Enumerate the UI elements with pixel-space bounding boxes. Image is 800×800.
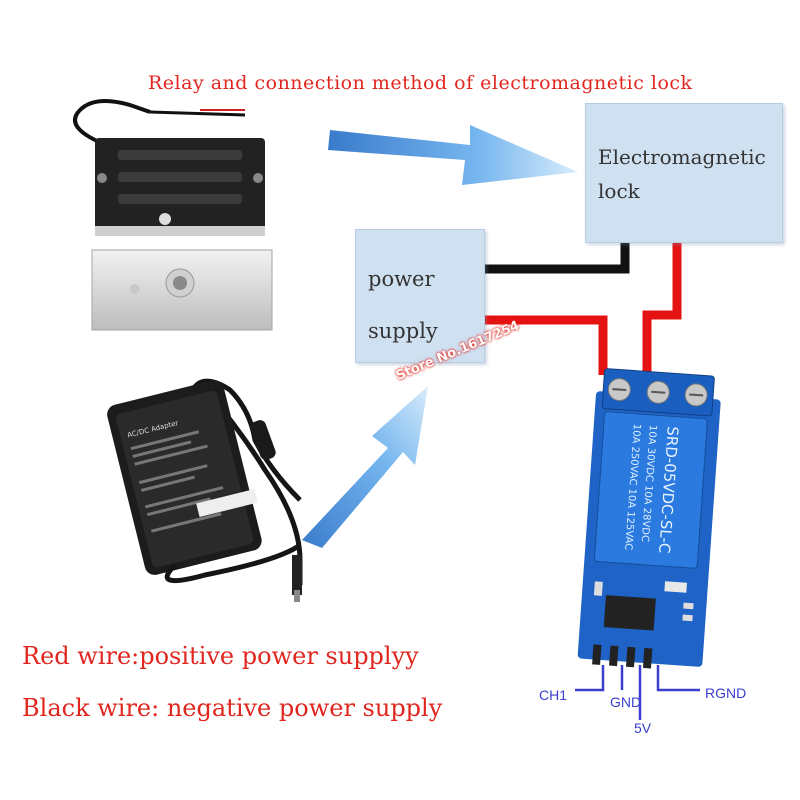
positive-wire-supply (483, 315, 608, 375)
relay-module-image: 10A 250VAC 10A 125VAC 10A 30VDC 10A 28VD… (577, 368, 721, 669)
diagram-title: Relay and connection method of electroma… (148, 72, 693, 94)
pin-label-gnd: GND (610, 694, 642, 710)
electromagnetic-lock-label: Electromagnetic lock (598, 145, 766, 203)
positive-wire-lock (642, 241, 682, 375)
negative-wire (483, 238, 630, 274)
power-supply-box (355, 229, 485, 363)
pin-label-ch1: CH1 (539, 687, 568, 703)
arrow-to-power-supply (302, 386, 428, 548)
pin-label-rgnd: RGND (705, 685, 747, 701)
power-adapter-image: AC/DC Adapter (107, 378, 303, 602)
legend-black-wire: Black wire: negative power supply (22, 694, 443, 722)
pin-label-5v: 5V (634, 720, 652, 736)
electromagnetic-lock-image (73, 99, 273, 331)
legend-red-wire: Red wire:positive power supplyy (22, 642, 419, 670)
power-supply-label: power supply (368, 267, 438, 343)
electromagnetic-lock-box (585, 103, 783, 243)
pin-lines (575, 665, 700, 720)
arrow-to-lock (328, 125, 578, 185)
